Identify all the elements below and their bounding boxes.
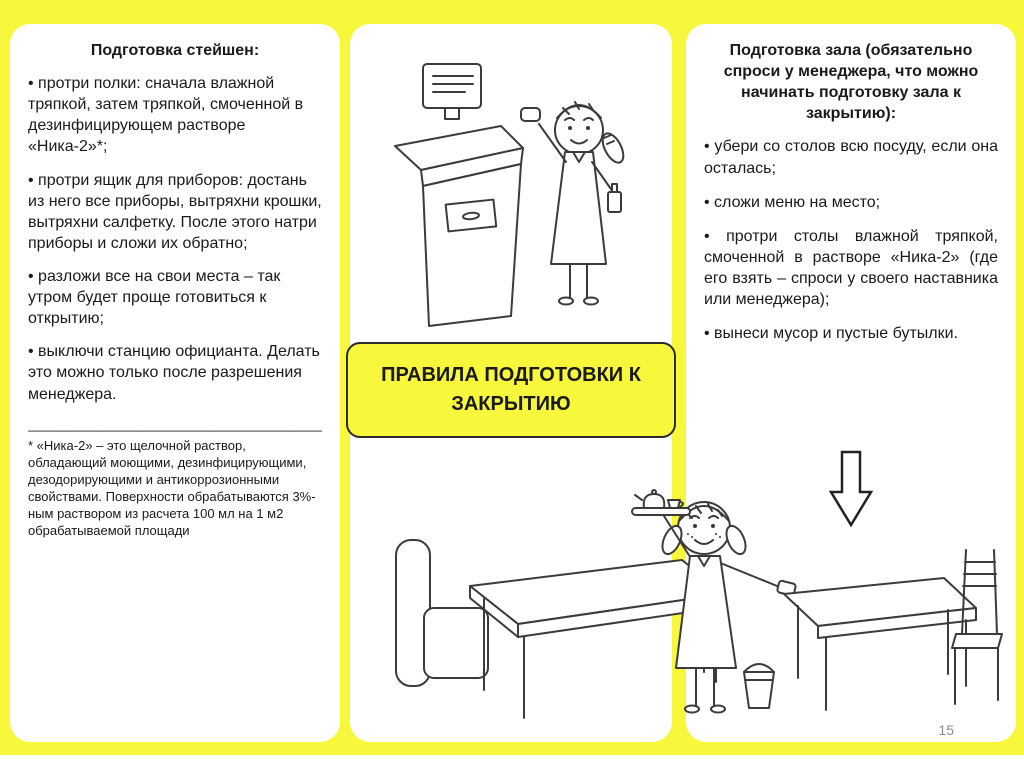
footnote-divider: ________________________________________… [28,416,322,432]
station-prep-panel: Подготовка стейшен: протри полки: сначал… [10,24,340,742]
station-bullet-3: разложи все на свои места – так утром бу… [28,266,322,329]
hall-bullet-2: сложи меню на место; [704,192,998,213]
nika2-footnote: * «Ника-2» – это щелочной раствор, облад… [28,438,316,538]
hall-bullet-1: убери со столов всю посуду, если она ост… [704,136,998,178]
page-number: 15 [938,722,954,738]
hall-cleaning-illustration [395,489,1003,719]
waitress-at-station-illustration [394,63,625,327]
hall-bullet-4: вынеси мусор и пустые бутылки. [704,323,998,344]
station-prep-title: Подготовка стейшен: [90,42,260,59]
closing-rules-title: ПРАВИЛА ПОДГОТОВКИ К ЗАКРЫТИЮ [381,364,641,415]
down-arrow-icon [829,450,873,528]
closing-rules-title-box: ПРАВИЛА ПОДГОТОВКИ К ЗАКРЫТИЮ [346,342,676,438]
hall-prep-title: Подготовка зала (обязательно спроси у ме… [723,42,979,123]
station-bullet-1: протри полки: сначала влажной тряпкой, з… [28,73,322,157]
station-bullet-4: выключи станцию официанта. Делать это мо… [28,341,322,404]
hall-bullet-3: протри столы влажной тряпкой, смоченной … [704,226,998,310]
slide-bottom-margin [0,755,1024,767]
station-bullet-2: протри ящик для приборов: достань из нег… [28,170,322,254]
